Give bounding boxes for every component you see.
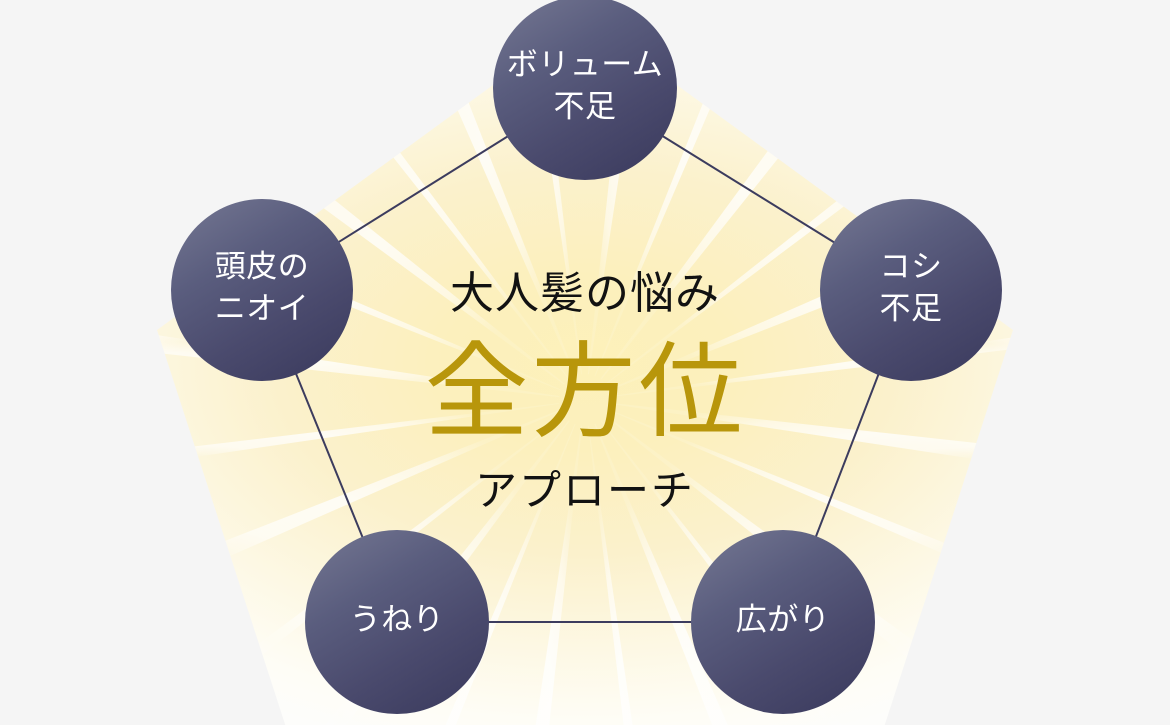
concern-node-frizz[interactable]: うねり [305,530,489,714]
node-circle[interactable] [305,530,489,714]
node-label-line: ボリューム [507,47,664,82]
connector-line [336,134,510,244]
node-label-line: 不足 [880,291,943,326]
sunburst-ray [268,0,570,380]
sunburst-ray [0,403,560,486]
sunburst-ray [600,0,905,380]
center-heading: 大人髪の悩み [450,269,720,318]
sunburst-ray [39,0,565,385]
node-circle[interactable] [493,0,677,180]
sunburst-ray [588,425,633,725]
node-label-line: コシ [880,249,943,284]
node-label-line: 不足 [554,89,617,124]
sunburst-ray [535,425,583,725]
sunburst-ray [409,0,576,377]
node-circle[interactable] [691,530,875,714]
sunburst-ray [594,423,728,725]
node-label-line: 頭皮の [215,249,310,284]
center-emphasis: 全方位 [424,335,745,451]
pentagon-connectors [294,134,880,623]
node-circle[interactable] [820,199,1002,381]
sunburst-ray [608,409,1170,651]
concern-node-spread[interactable]: 広がり [691,530,875,714]
connector-line [660,134,836,244]
connector-line [814,372,880,539]
center-message: 大人髪の悩み 全方位 アプローチ [424,269,745,515]
sunburst-ray [605,0,1121,385]
sunburst-ray [0,409,562,658]
node-circle[interactable] [171,199,353,381]
connector-line [294,372,365,540]
node-label-line: ニオイ [215,291,310,326]
center-subheading: アプローチ [475,469,695,515]
sunburst-ray [610,402,1170,489]
node-label-line: 広がり [736,602,831,637]
sunburst-ray [594,0,757,377]
node-label-line: うねり [350,602,445,637]
